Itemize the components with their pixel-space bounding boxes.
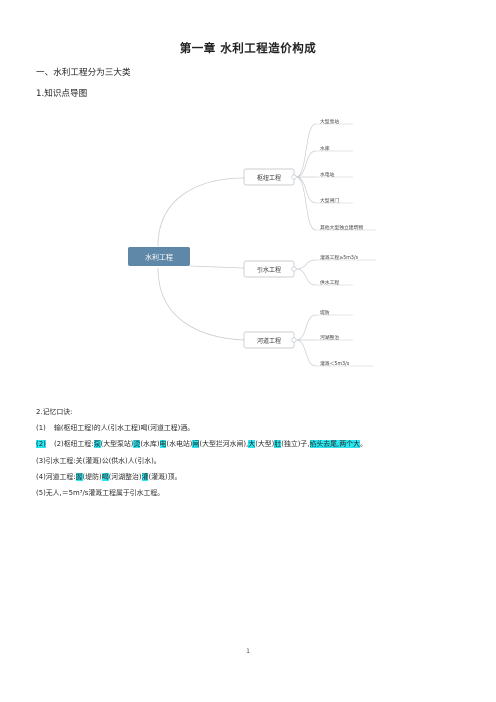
memo-line-1-text: 输(枢纽工程)的人(引水工程)喝(河道工程)酒。 xyxy=(53,424,195,432)
connector-root-branch2 xyxy=(189,265,245,269)
memo-line-1-number: (1) xyxy=(36,424,46,432)
memo-text: (河湖整治) xyxy=(108,473,142,481)
leaf-label: 供水工程 xyxy=(320,281,340,286)
branch-label-yinshui: 引水工程 xyxy=(257,266,281,274)
highlight-key: 烫 xyxy=(133,440,141,448)
connector-root-branch3 xyxy=(157,267,245,341)
memo-line-5: (5)无人,＝5m³/s灌溉工程属于引水工程。 xyxy=(36,489,165,497)
highlight-key: 泵 xyxy=(93,440,101,448)
subsection-mindmap-heading: 1.知识点导图 xyxy=(36,89,88,99)
highlight-key: 掐头去尾,两个大 xyxy=(309,440,360,448)
highlight-key: 肚 xyxy=(274,440,282,448)
leaf-label: 大型闸门 xyxy=(320,199,340,204)
highlight-key: 灌 xyxy=(141,473,149,481)
leaf-label: 水库 xyxy=(320,147,330,152)
highlight-key: 握 xyxy=(75,473,83,481)
memo-text: (大型泵站) xyxy=(100,440,134,448)
leaf-label: 堤防 xyxy=(320,311,330,316)
root-node-label: 水利工程 xyxy=(145,253,173,262)
highlight-key: 大 xyxy=(248,440,256,448)
branch-label-shuniu: 枢纽工程 xyxy=(257,174,281,182)
memo-text: (大型拦河水闸), xyxy=(199,440,249,448)
leaf-label: 水电站 xyxy=(320,173,335,178)
page-number: 1 xyxy=(246,648,250,655)
leaf-label: 灌溉工程≥5m3/s xyxy=(320,256,359,261)
memo-text: (水电站) xyxy=(166,440,193,448)
section-heading: 一、水利工程分为三大类 xyxy=(36,68,131,78)
memo-text: (独立)子, xyxy=(281,440,310,448)
connector-root-branch1 xyxy=(157,177,245,247)
mindmap-diagram: 水利工程 枢纽工程 引水工程 河道工程 xyxy=(128,123,376,367)
memo-line-3: (3)引水工程:关(灌溉)公(供水)人(引水)。 xyxy=(36,457,161,465)
collapse-toggle-icon[interactable] xyxy=(291,337,297,343)
root-node xyxy=(128,247,190,266)
memo-text: (堤防) xyxy=(82,473,102,481)
memo-text: 。 xyxy=(359,440,367,448)
memo-line-2: (2) (2)枢纽工程:泵(大型泵站)烫(水库)电(水电站)闸(大型拦河水闸),… xyxy=(36,438,367,448)
highlight-key: 喝 xyxy=(101,473,109,481)
memo-text: (灌溉)顶。 xyxy=(148,473,182,481)
memo-text: (大型) xyxy=(255,440,275,448)
collapse-toggle-icon[interactable] xyxy=(291,266,297,272)
memo-text: (2)枢纽工程: xyxy=(53,440,94,448)
memo-line-1: (1) 输(枢纽工程)的人(引水工程)喝(河道工程)酒。 xyxy=(36,422,194,432)
highlight-key: 电 xyxy=(159,440,167,448)
branch-label-hedao: 河道工程 xyxy=(257,337,281,345)
chapter-title: 第一章 水利工程造价构成 xyxy=(179,41,317,55)
leaf-label: 大型泵站 xyxy=(320,120,340,125)
subsection-memo-heading: 2.记忆口诀: xyxy=(36,408,73,416)
highlight-key: 闸 xyxy=(192,440,200,448)
leaf-label: 河湖整治 xyxy=(320,336,340,341)
collapse-toggle-icon[interactable] xyxy=(291,174,297,180)
memo-line-4: (4)河道工程:握(堤防)喝(河湖整治)灌(灌溉)顶。 xyxy=(36,471,181,481)
leaf-label: 灌溉＜5m3/s xyxy=(320,362,350,367)
memo-text: (水库) xyxy=(140,440,160,448)
memo-line-2-number: (2) xyxy=(36,440,46,448)
leaf-label: 其他大型独立建筑物 xyxy=(320,226,364,231)
memo-text: (4)河道工程: xyxy=(36,473,76,481)
